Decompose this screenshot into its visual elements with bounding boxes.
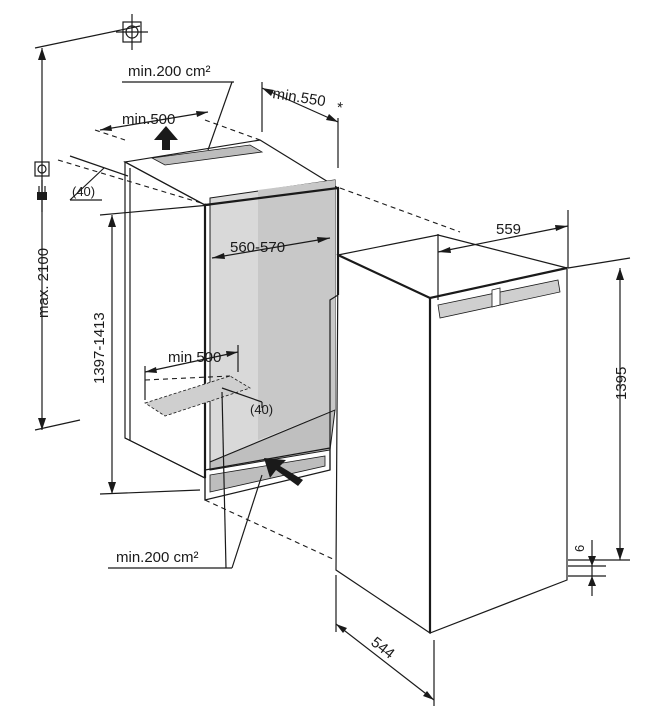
niche-height-label: 1397-1413 xyxy=(91,312,108,384)
dimension-max-height: max. 2100 xyxy=(34,25,141,431)
plug-icon xyxy=(37,180,47,212)
callout-top-vent: min.200 cm² xyxy=(122,63,234,151)
appliance-depth-label: 544 xyxy=(368,634,398,663)
plinth-gap-label: 6 xyxy=(572,545,587,552)
top-clearance-asterisk: * xyxy=(335,99,344,117)
socket-icon xyxy=(34,161,50,177)
appliance-width-label: 559 xyxy=(496,221,521,238)
max-height-label: max. 2100 xyxy=(35,248,52,318)
airflow-arrow-icon xyxy=(154,126,178,150)
niche-width-label: 560-570 xyxy=(230,239,285,256)
bottom-vent-label: min.200 cm² xyxy=(116,549,199,566)
top-vent-grille xyxy=(150,126,264,166)
niche-cabinet xyxy=(123,139,340,501)
dimension-bottom-vent-depth: min 500 xyxy=(144,345,239,400)
appliance-height-label: 1395 xyxy=(613,367,630,400)
plinth-airflow-arrow-icon xyxy=(264,458,303,486)
side-gap-top-label: (40) xyxy=(72,184,95,199)
dimension-appliance-depth: 544 xyxy=(335,575,435,706)
dimension-appliance-height: 1395 xyxy=(567,257,631,561)
reference-lines xyxy=(57,119,461,561)
callout-bottom-vent: min.200 cm² xyxy=(108,391,263,569)
dimension-top-vent-depth: min.500 xyxy=(99,111,209,131)
top-vent-depth-label: min.500 xyxy=(122,111,175,128)
dimension-appliance-width: 559 xyxy=(437,210,569,300)
dimension-bottom-gap: (40) xyxy=(221,387,273,417)
bottom-vent-depth-label: min 500 xyxy=(168,349,221,366)
crosshair-reference-icon xyxy=(116,14,148,50)
bottom-gap-label: (40) xyxy=(250,402,273,417)
appliance xyxy=(335,234,568,635)
top-clearance-label: min.550 xyxy=(271,85,326,110)
dimension-side-gap-top: (40) xyxy=(69,155,129,201)
dimension-top-clearance: min.550 * xyxy=(261,82,344,168)
top-vent-label: min.200 cm² xyxy=(128,63,211,80)
bottom-vent-grille xyxy=(144,375,251,417)
dimension-niche-height: 1397-1413 xyxy=(91,204,211,495)
dimension-plinth-gap: 6 xyxy=(568,540,606,596)
dimension-niche-width: 560-570 xyxy=(211,237,331,259)
